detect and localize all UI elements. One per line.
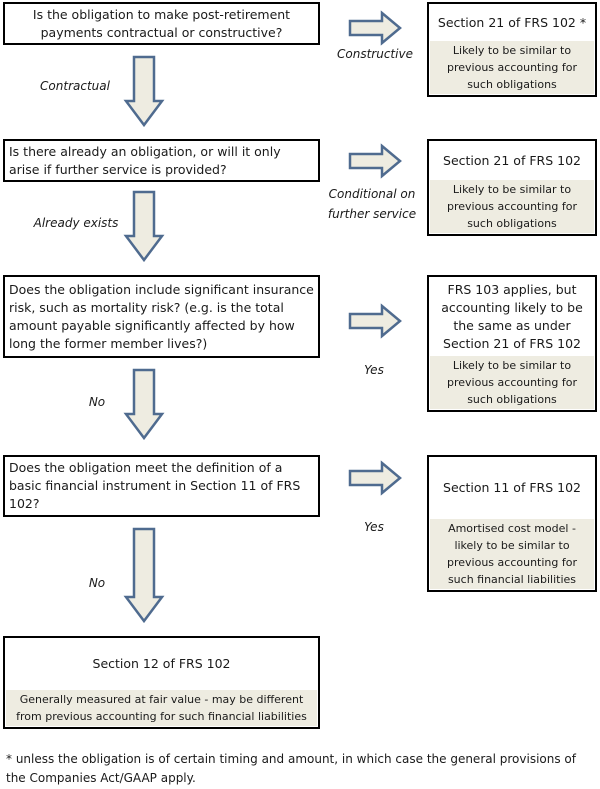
question-2: Is there already an obligation, or will … [3, 139, 320, 182]
outcome-2-title: Section 21 of FRS 102 [443, 152, 581, 168]
down-arrow-4 [123, 527, 165, 624]
right-arrow-1 [348, 10, 402, 46]
label-yes-2: Yes [364, 520, 384, 534]
label-no-2: No [88, 576, 106, 590]
outcome-5-title: Section 12 of FRS 102 [92, 656, 231, 671]
outcome-4: Section 11 of FRS 102 Amortised cost mod… [427, 455, 597, 592]
footnote: * unless the obligation is of certain ti… [6, 752, 576, 785]
outcome-3-note: Likely to be similar to previous account… [430, 356, 594, 409]
outcome-3: FRS 103 applies, but accounting likely t… [427, 275, 597, 412]
label-already-exists: Already exists [33, 216, 119, 230]
outcome-1-title: Section 21 of FRS 102 * [437, 14, 587, 30]
down-arrow-2 [123, 190, 165, 263]
question-3-text: Does the obligation include significant … [9, 281, 314, 351]
down-arrow-3 [123, 368, 165, 441]
question-4: Does the obligation meet the definition … [3, 455, 320, 517]
right-arrow-3 [348, 303, 402, 339]
question-1: Is the obligation to make post-retiremen… [3, 2, 320, 45]
outcome-4-note: Amortised cost model - likely to be simi… [430, 519, 594, 589]
outcome-1-note: Likely to be similar to previous account… [430, 41, 594, 94]
question-4-text: Does the obligation meet the definition … [9, 460, 301, 511]
label-constructive: Constructive [337, 47, 413, 61]
question-2-text: Is there already an obligation, or will … [9, 143, 281, 177]
question-3: Does the obligation include significant … [3, 275, 320, 358]
outcome-2-note: Likely to be similar to previous account… [430, 180, 594, 233]
right-arrow-2 [348, 143, 402, 179]
outcome-5-note: Generally measured at fair value - may b… [6, 690, 317, 726]
outcome-5: Section 12 of FRS 102 Generally measured… [3, 636, 320, 729]
label-no-1: No [88, 395, 106, 409]
question-1-text: Is the obligation to make post-retiremen… [32, 6, 291, 40]
outcome-3-title: FRS 103 applies, but accounting likely t… [441, 281, 583, 351]
outcome-4-title: Section 11 of FRS 102 [443, 480, 581, 495]
outcome-2: Section 21 of FRS 102 Likely to be simil… [427, 139, 597, 236]
label-contractual: Contractual [40, 79, 110, 93]
down-arrow-1 [123, 55, 165, 128]
right-arrow-4 [348, 460, 402, 496]
label-conditional: Conditional on further service [327, 187, 417, 221]
label-yes-1: Yes [364, 363, 384, 377]
outcome-1: Section 21 of FRS 102 * Likely to be sim… [427, 2, 597, 97]
